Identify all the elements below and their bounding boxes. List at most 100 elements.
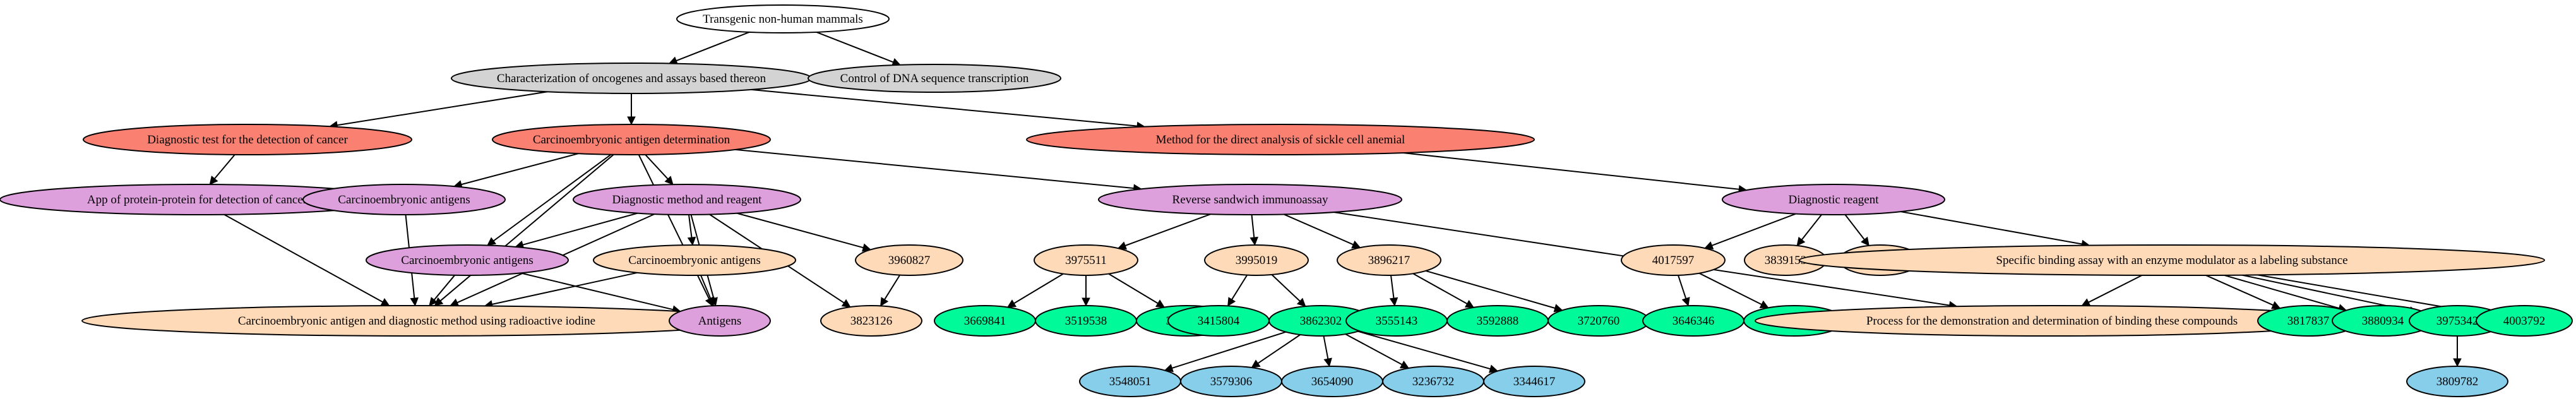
node-ellipse xyxy=(669,305,771,337)
arrowhead-icon xyxy=(1006,299,1017,308)
edge-n9-to-n12 xyxy=(515,212,638,249)
node-label: 3809782 xyxy=(2436,375,2479,388)
arrowhead-icon xyxy=(706,297,715,307)
edge-n18-to-n34 xyxy=(1698,272,1769,308)
arrowhead-icon xyxy=(1227,297,1236,307)
node-antigens: Antigens xyxy=(669,305,771,337)
edge-line xyxy=(1412,273,1468,304)
edge-n11-to-n18 xyxy=(1704,213,1796,249)
edge-n15-to-n27 xyxy=(1108,273,1166,308)
node-ellipse xyxy=(1483,366,1585,397)
arrowhead-icon xyxy=(487,237,497,246)
edge-line xyxy=(493,153,612,242)
node-label: 3720760 xyxy=(1578,314,1620,328)
node-3548051: 3548051 xyxy=(1079,366,1181,397)
arrowhead-icon xyxy=(1389,297,1398,307)
node-3896217: 3896217 xyxy=(1337,244,1441,276)
edge-n14-to-n24 xyxy=(880,275,901,307)
node-label: Carcinoembryonic antigens xyxy=(628,254,760,267)
arrowhead-icon xyxy=(841,299,851,308)
edge-line xyxy=(700,275,712,299)
edge-n18-to-n33 xyxy=(1678,275,1690,307)
node-label: Process for the demonstration and determ… xyxy=(1866,314,2238,328)
node-3809782: 3809782 xyxy=(2406,366,2508,397)
node-3975511: 3975511 xyxy=(1034,244,1138,276)
node-label: 3896217 xyxy=(1368,254,1410,267)
arrowhead-icon xyxy=(1796,236,1806,246)
node-label: 3960827 xyxy=(888,254,931,267)
node-ellipse xyxy=(2406,366,2508,397)
node-diagnostic-test-for-the-detection-of-cancer: Diagnostic test for the detection of can… xyxy=(83,124,412,155)
edge-line xyxy=(224,213,383,303)
edge-n12-to-n22 xyxy=(429,275,455,306)
edge-line xyxy=(1171,331,1286,369)
node-ellipse xyxy=(676,4,890,33)
node-carcinoembryonic-antigens: Carcinoembryonic antigens xyxy=(366,244,569,276)
node-3236732: 3236732 xyxy=(1382,366,1484,397)
edge-n13-to-n22 xyxy=(484,272,638,309)
edge-n7-to-n22 xyxy=(224,213,390,306)
edge-line xyxy=(1124,213,1211,246)
node-label: Diagnostic test for the detection of can… xyxy=(147,133,348,147)
edge-n5-to-n22 xyxy=(434,154,614,306)
edge-line xyxy=(1257,334,1301,364)
node-label: 4003792 xyxy=(2503,314,2546,328)
edge-line xyxy=(520,272,674,311)
edge-line xyxy=(688,214,693,238)
edge-line xyxy=(1402,152,1739,190)
node-3555143: 3555143 xyxy=(1345,305,1448,337)
edge-line xyxy=(736,212,864,249)
arrowhead-icon xyxy=(1553,304,1563,313)
edge-n6-to-n11 xyxy=(1402,152,1748,194)
edge-line xyxy=(676,31,750,62)
arrowhead-icon xyxy=(1681,297,1690,307)
edge-line xyxy=(439,154,614,302)
node-control-of-dna-sequence-transcription: Control of DNA sequence transcription xyxy=(808,64,1061,93)
node-label: 3995019 xyxy=(1236,254,1278,267)
node-4017597: 4017597 xyxy=(1621,244,1726,276)
node-method-for-the-direct-analysis-of-sickle-cell-anemial: Method for the direct analysis of sickle… xyxy=(1026,124,1535,155)
edge-line xyxy=(1108,273,1159,304)
arrowhead-icon xyxy=(1251,359,1261,368)
edge-n16-to-n28 xyxy=(1227,275,1248,307)
node-3839153: 3839153 xyxy=(1744,244,1827,276)
arrowhead-icon xyxy=(880,297,889,307)
node-diagnostic-method-and-reagent: Diagnostic method and reagent xyxy=(573,184,801,215)
nodes-layer: Transgenic non-human mammalsCharacteriza… xyxy=(0,4,2573,397)
node-3592888: 3592888 xyxy=(1446,305,1549,337)
arrowhead-icon xyxy=(429,297,438,306)
node-ellipse xyxy=(2476,305,2573,337)
node-label: 3415804 xyxy=(1198,314,1240,328)
node-label: 3975342 xyxy=(2436,314,2479,328)
edge-line xyxy=(1231,275,1248,300)
edge-n2-to-n6 xyxy=(751,88,1146,131)
edge-n21-to-n35 xyxy=(2081,275,2143,306)
node-ellipse xyxy=(1337,244,1441,276)
node-ellipse xyxy=(1034,244,1138,276)
node-label: 3555143 xyxy=(1376,314,1418,328)
node-label: 3236732 xyxy=(1412,375,1455,388)
node-label: Specific binding assay with an enzyme mo… xyxy=(1996,254,2347,267)
node-label: Diagnostic reagent xyxy=(1789,193,1880,206)
node-transgenic-non-human-mammals: Transgenic non-human mammals xyxy=(676,4,890,33)
edge-line xyxy=(1801,214,1822,241)
node-carcinoembryonic-antigens: Carcinoembryonic antigens xyxy=(593,244,796,276)
edge-n5-to-n12 xyxy=(487,153,612,246)
edge-line xyxy=(645,154,669,180)
node-label: Method for the direct analysis of sickle… xyxy=(1156,133,1405,147)
node-label: Control of DNA sequence transcription xyxy=(840,72,1029,85)
edge-line xyxy=(2088,275,2143,303)
node-ellipse xyxy=(1799,244,2545,276)
arrowhead-icon xyxy=(1323,357,1332,368)
edge-n29-to-n43 xyxy=(1345,333,1410,369)
arrowhead-icon xyxy=(664,176,674,186)
arrowhead-icon xyxy=(687,236,696,246)
node-ellipse xyxy=(1722,184,1945,215)
node-ellipse xyxy=(593,244,796,276)
node-ellipse xyxy=(808,64,1061,93)
node-3519538: 3519538 xyxy=(1035,305,1137,337)
node-ellipse xyxy=(1098,184,1402,215)
edge-line xyxy=(1678,275,1687,299)
node-label: 3579306 xyxy=(1210,375,1253,388)
